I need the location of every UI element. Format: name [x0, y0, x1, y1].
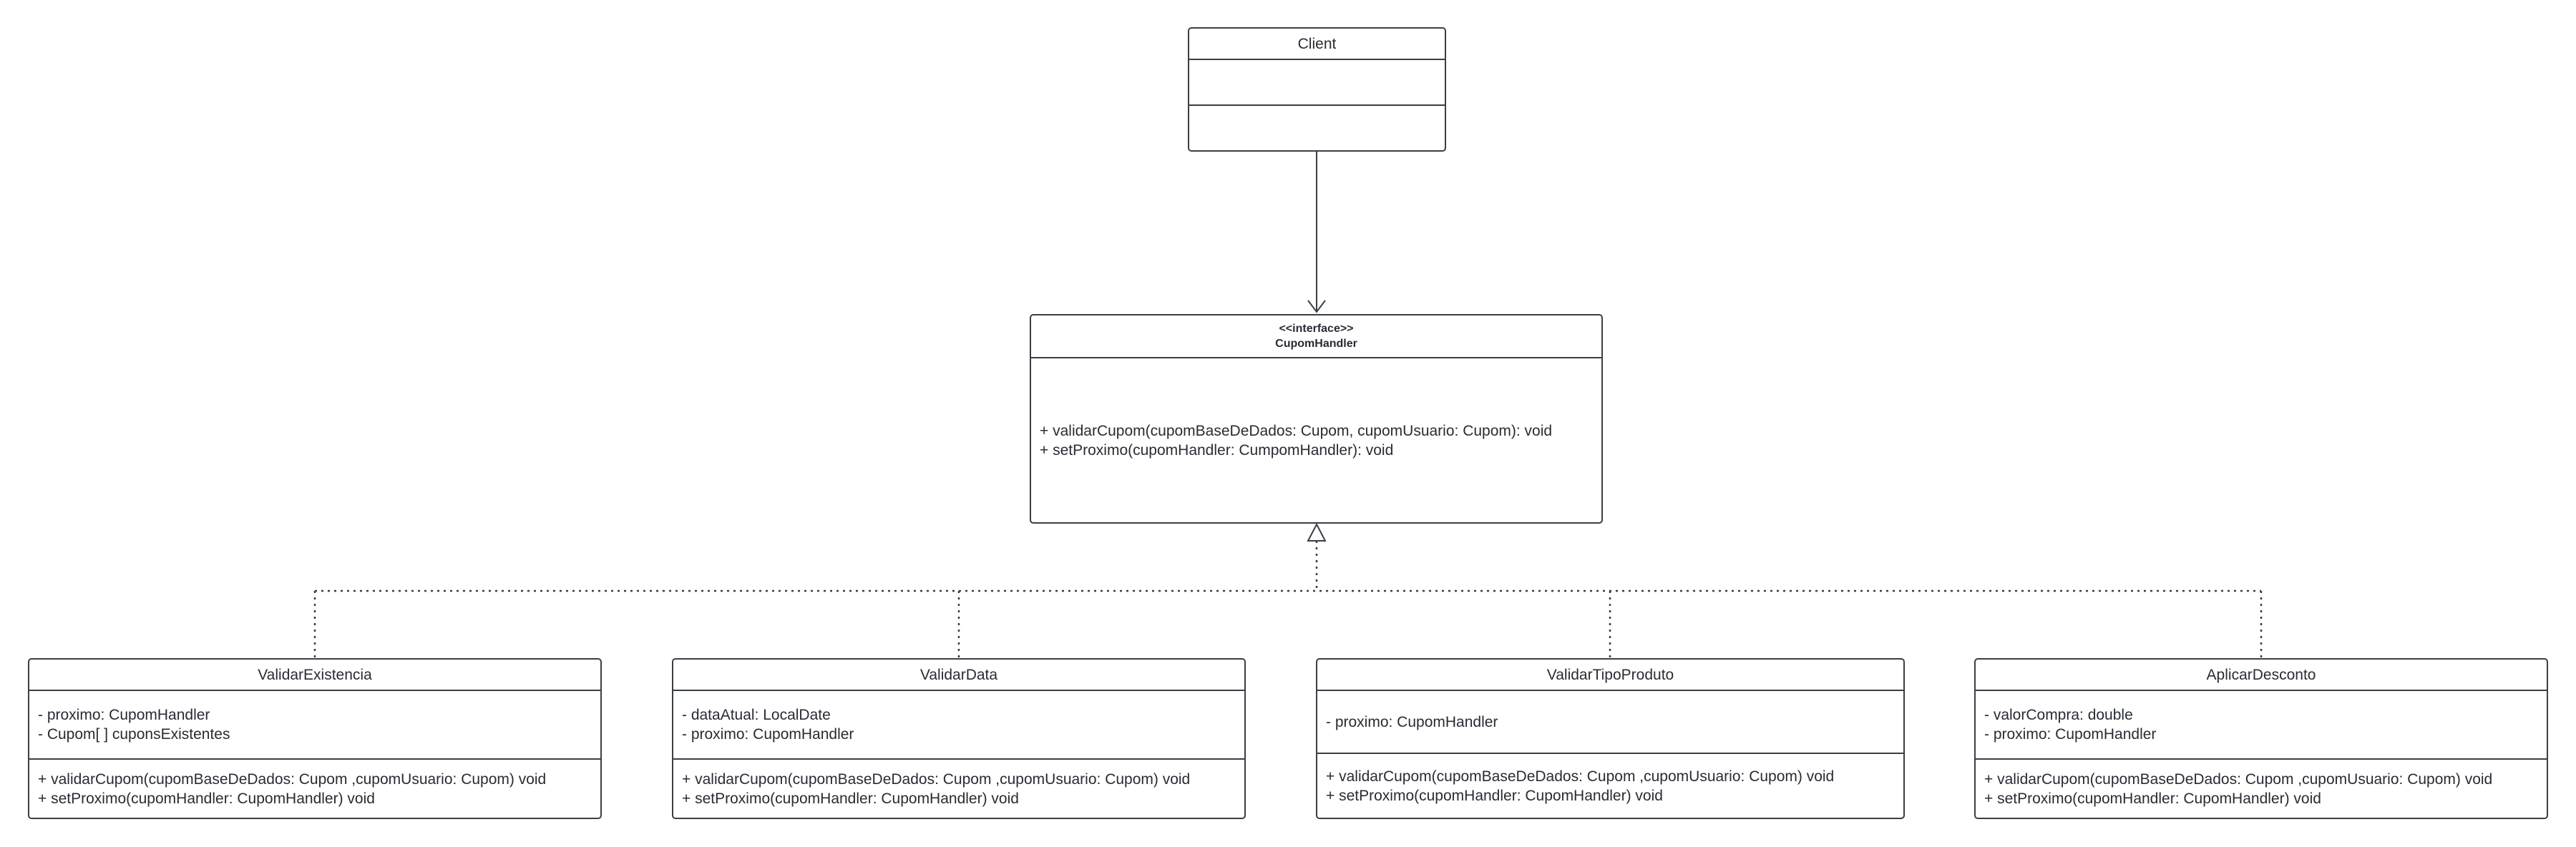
class-name-section: ValidarExistencia [29, 660, 600, 690]
attribute-line: - Cupom[ ] cuponsExistentes [38, 726, 230, 743]
method-line: + setProximo(cupomHandler: CupomHandler)… [682, 790, 1019, 807]
methods-section: + validarCupom(cupomBaseDeDados: Cupom ,… [29, 758, 600, 818]
method-line: + validarCupom(cupomBaseDeDados: Cupom ,… [38, 770, 547, 788]
class-name: ValidarExistencia [258, 666, 372, 683]
methods-section: + validarCupom(cupomBaseDeDados: Cupom, … [1031, 357, 1601, 522]
class-name: ValidarTipoProduto [1546, 666, 1674, 683]
realization-triangle [1307, 522, 1327, 542]
attribute-line: - proximo: CupomHandler [682, 726, 854, 743]
attributes-section: - valorCompra: double - proximo: CupomHa… [1976, 690, 2547, 758]
association-arrowhead [1307, 300, 1326, 313]
method-line: + setProximo(cupomHandler: CupomHandler)… [1984, 790, 2321, 807]
interface-header-section: <<interface>> CupomHandler [1031, 315, 1601, 357]
interface-name: CupomHandler [1275, 338, 1357, 350]
cupom-handler-interface[interactable]: <<interface>> CupomHandler + validarCupo… [1030, 314, 1603, 524]
validar-tipo-produto-class[interactable]: ValidarTipoProduto - proximo: CupomHandl… [1316, 658, 1905, 819]
method-line: + setProximo(cupomHandler: CupomHandler)… [1326, 787, 1663, 804]
attributes-section: - dataAtual: LocalDate - proximo: CupomH… [673, 690, 1244, 758]
methods-section [1189, 104, 1445, 150]
method-line: + validarCupom(cupomBaseDeDados: Cupom ,… [1984, 770, 2493, 788]
class-name: ValidarData [919, 666, 998, 683]
method-line: + setProximo(cupomHandler: CupomHandler)… [38, 790, 375, 807]
attribute-line: - proximo: CupomHandler [1326, 713, 1498, 730]
method-line: + setProximo(cupomHandler: CumpomHandler… [1040, 441, 1394, 459]
class-name: AplicarDesconto [2206, 666, 2316, 683]
methods-section: + validarCupom(cupomBaseDeDados: Cupom ,… [673, 758, 1244, 818]
attributes-section [1189, 59, 1445, 104]
method-line: + validarCupom(cupomBaseDeDados: Cupom ,… [682, 770, 1191, 788]
attribute-line: - valorCompra: double [1984, 707, 2133, 723]
validar-data-class[interactable]: ValidarData - dataAtual: LocalDate - pro… [672, 658, 1246, 819]
class-name-section: AplicarDesconto [1976, 660, 2547, 690]
attribute-line: - dataAtual: LocalDate [682, 707, 831, 723]
method-line: + validarCupom(cupomBaseDeDados: Cupom ,… [1326, 768, 1835, 785]
attribute-line: - proximo: CupomHandler [1984, 726, 2157, 743]
interface-stereotype: <<interface>> [1279, 323, 1354, 335]
methods-section: + validarCupom(cupomBaseDeDados: Cupom ,… [1976, 758, 2547, 818]
method-line: + validarCupom(cupomBaseDeDados: Cupom, … [1040, 422, 1553, 439]
class-name-section: Client [1189, 29, 1445, 59]
attributes-section: - proximo: CupomHandler - Cupom[ ] cupon… [29, 690, 600, 758]
aplicar-desconto-class[interactable]: AplicarDesconto - valorCompra: double - … [1974, 658, 2548, 819]
class-name: Client [1297, 35, 1337, 52]
class-name-section: ValidarTipoProduto [1317, 660, 1903, 690]
attribute-line: - proximo: CupomHandler [38, 707, 210, 723]
client-class[interactable]: Client [1188, 27, 1446, 152]
validar-existencia-class[interactable]: ValidarExistencia - proximo: CupomHandle… [28, 658, 602, 819]
methods-section: + validarCupom(cupomBaseDeDados: Cupom ,… [1317, 753, 1903, 818]
attributes-section: - proximo: CupomHandler [1317, 690, 1903, 753]
class-name-section: ValidarData [673, 660, 1244, 690]
